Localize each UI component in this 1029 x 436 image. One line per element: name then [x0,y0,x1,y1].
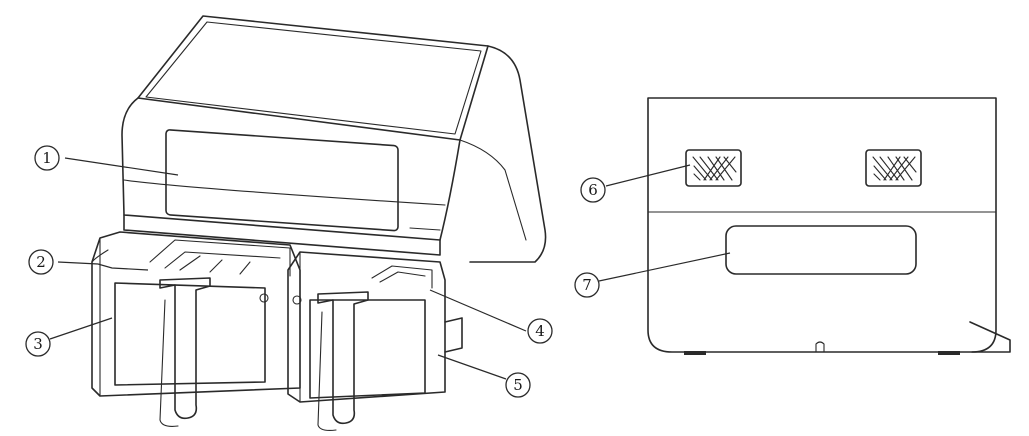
callout-2: 2 [28,249,54,275]
rear-vent-right [865,149,922,187]
leader-2 [57,261,149,271]
callout-4: 4 [527,318,553,344]
upper-housing [121,97,461,241]
callout-5-label: 5 [513,376,523,394]
body-right-side [469,45,547,263]
rear-slot [725,225,917,275]
right-basket [371,265,433,289]
control-panel-display [165,129,399,232]
foot-left [684,351,706,355]
top-lid [137,15,489,141]
callout-7: 7 [574,272,600,298]
rear-body-outline [647,97,997,353]
callout-1-label: 1 [42,149,52,167]
leader-3 [49,317,113,340]
rear-view [647,97,1011,355]
leader-7 [598,252,731,282]
left-drawer-window [114,282,266,386]
callout-1: 1 [34,145,60,171]
left-drawer [91,231,301,427]
left-basket [149,239,291,277]
callout-3-label: 3 [33,335,43,353]
power-cord-inlet [815,341,825,353]
leader-6 [605,164,691,187]
leader-5 [437,354,507,380]
right-drawer [287,251,463,431]
callout-2-label: 2 [36,253,46,271]
leader-1 [64,157,179,176]
callout-6: 6 [580,177,606,203]
foot-right [938,351,960,355]
callout-3: 3 [25,331,51,357]
callout-4-label: 4 [535,322,545,340]
right-drawer-window [309,299,426,399]
callout-7-label: 7 [582,276,592,294]
leader-4 [429,289,527,332]
front-view [91,15,547,431]
left-drawer-handle[interactable] [159,277,211,420]
right-drawer-handle[interactable] [317,291,369,425]
callout-6-label: 6 [588,181,598,199]
callout-5: 5 [505,372,531,398]
rear-vent-left [685,149,742,187]
